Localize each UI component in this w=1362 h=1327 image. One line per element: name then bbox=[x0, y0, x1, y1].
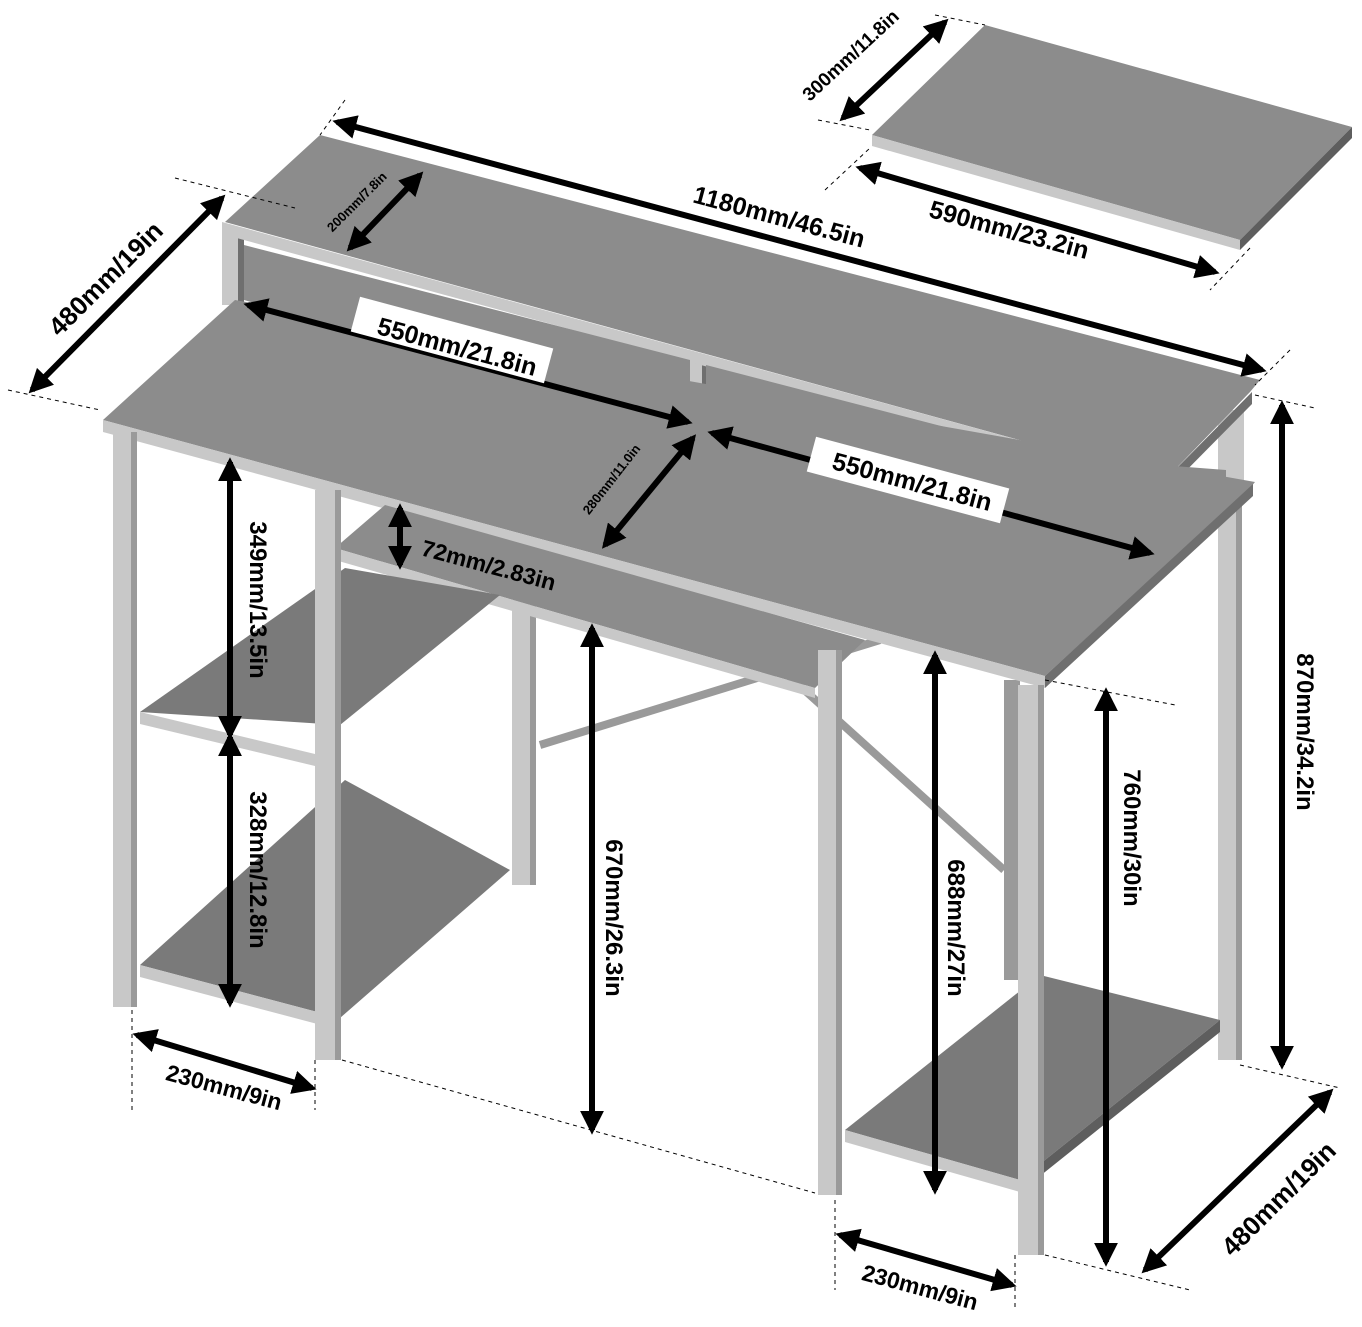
label-depth-left: 480mm/19in bbox=[42, 215, 168, 341]
right-shelf-unit bbox=[818, 650, 1220, 1255]
right-inner-leg bbox=[818, 650, 840, 1195]
arrow-depth-left bbox=[28, 194, 226, 394]
separate-shelf-side-edge bbox=[1240, 127, 1352, 250]
riser-right-post bbox=[1226, 410, 1244, 480]
keyboard-tray bbox=[335, 505, 865, 698]
label-lower-shelf-gap: 328mm/12.8in bbox=[244, 791, 271, 948]
arrow-depth-right bbox=[1141, 1088, 1334, 1274]
arrow-left-top-width bbox=[243, 298, 693, 429]
arrow-right-shelf-width bbox=[835, 1228, 1017, 1292]
arrow-separate-shelf-depth bbox=[839, 18, 949, 122]
arrow-left-shelf-width bbox=[132, 1029, 317, 1094]
dimension-arrows bbox=[28, 18, 1334, 1292]
back-left-leg bbox=[512, 600, 534, 885]
arrow-keyboard-depth bbox=[601, 434, 697, 549]
label-total-height: 870mm/34.2in bbox=[1291, 653, 1318, 810]
back-right-leg bbox=[1218, 410, 1240, 1060]
desktop-side-edge bbox=[1045, 484, 1253, 688]
label-separate-shelf-depth: 300mm/11.8in bbox=[799, 6, 904, 106]
arrow-total-width bbox=[332, 115, 1267, 377]
left-front-leg bbox=[113, 432, 135, 1007]
keyboard-tray-front bbox=[335, 548, 815, 698]
keyboard-tray-top bbox=[335, 505, 865, 688]
label-desk-height: 760mm/30in bbox=[1118, 769, 1145, 906]
label-left-shelf-width: 230mm/9in bbox=[163, 1059, 285, 1115]
desktop-front-edge bbox=[103, 420, 1045, 688]
label-knee-clearance: 670mm/26.3in bbox=[600, 839, 627, 996]
label-depth-right: 480mm/19in bbox=[1215, 1135, 1341, 1261]
label-upper-shelf-gap: 349mm/13.5in bbox=[244, 521, 271, 678]
arrow-riser-depth bbox=[346, 171, 424, 252]
right-inner-back-post bbox=[1004, 680, 1020, 980]
label-under-desk-height: 688mm/27in bbox=[942, 859, 969, 996]
riser-left-post bbox=[222, 230, 242, 305]
